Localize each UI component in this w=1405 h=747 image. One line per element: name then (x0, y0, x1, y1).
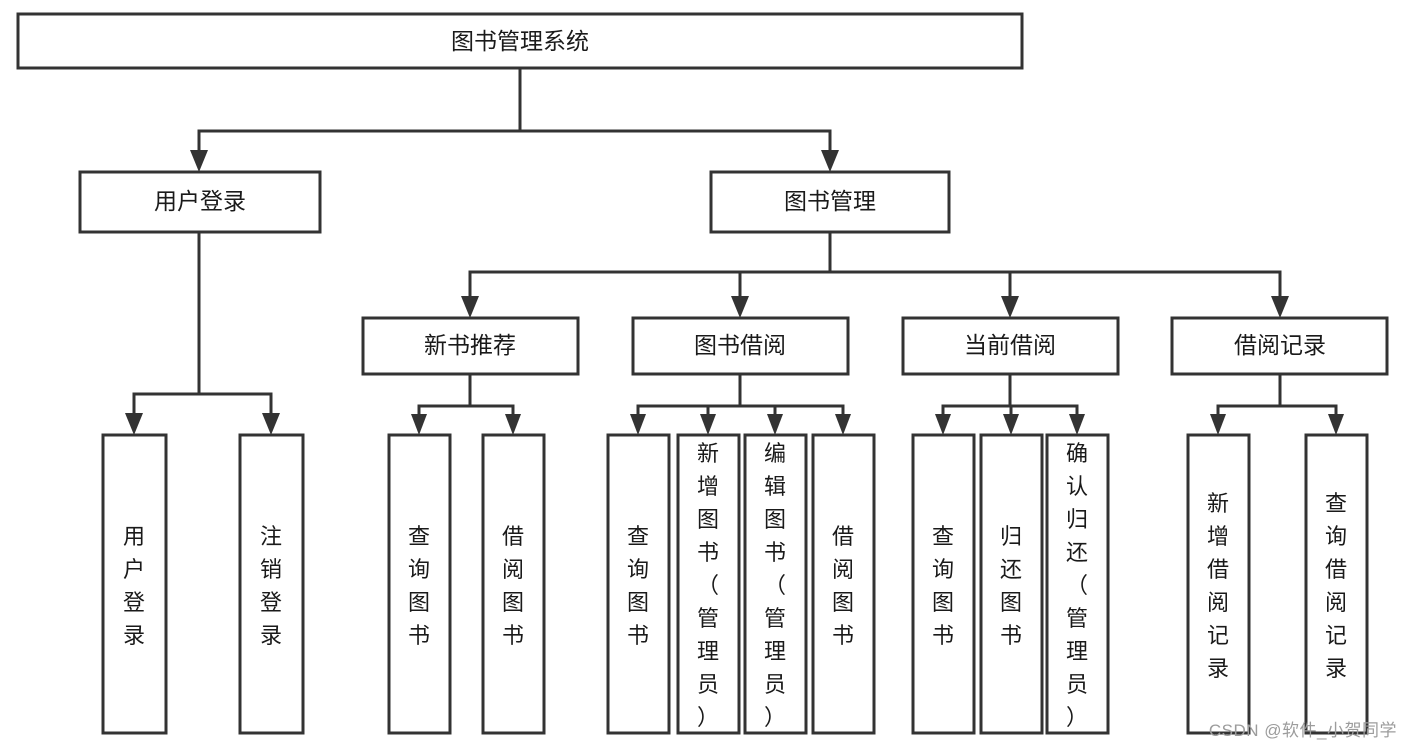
node-current-borrow[interactable]: 当前借阅 (901, 316, 1120, 376)
leaf-node-query-record[interactable]: 查询借阅记录 (1304, 433, 1369, 735)
arrow-head-icon (1271, 296, 1289, 318)
leaf-query-book-borrow-label: 查询图书 (627, 524, 649, 648)
leaf-query-book-cur-box (911, 433, 976, 735)
leaf-node-user-login[interactable]: 用户登录 (101, 433, 168, 735)
node-borrow-record[interactable]: 借阅记录 (1170, 316, 1389, 376)
node-book-borrow-box (631, 316, 850, 376)
leaf-node-query-book-cur[interactable]: 查询图书 (911, 433, 976, 735)
arrow-head-icon (190, 150, 208, 172)
leaf-borrow-book-rec-label: 借阅图书 (502, 524, 524, 648)
leaf-node-query-book-borrow[interactable]: 查询图书 (606, 433, 671, 735)
node-borrow-record-box (1170, 316, 1389, 376)
node-current-borrow-label: 当前借阅 (964, 332, 1056, 358)
leaf-add-book-label: 新增图书（管理员） (697, 441, 719, 730)
arrow-head-icon (1003, 414, 1019, 435)
arrow-head-icon (1001, 296, 1019, 318)
arrow-head-icon (731, 296, 749, 318)
leaf-node-query-book-rec[interactable]: 查询图书 (387, 433, 452, 735)
leaf-logout-label: 注销登录 (260, 524, 282, 648)
leaf-node-add-book[interactable]: 新增图书（管理员） (676, 433, 741, 735)
node-user-login-box (78, 170, 322, 234)
node-book-manage-box (709, 170, 951, 234)
arrow-head-icon (461, 296, 479, 318)
arrow-head-icon (505, 414, 521, 435)
leaf-user-login-label: 用户登录 (123, 524, 145, 648)
leaf-borrow-book-box (811, 433, 876, 735)
leaf-query-record-box (1304, 433, 1369, 735)
arrow-head-icon (411, 414, 427, 435)
node-new-book-rec-box (361, 316, 580, 376)
leaf-node-edit-book[interactable]: 编辑图书（管理员） (743, 433, 808, 735)
leaf-node-add-record[interactable]: 新增借阅记录 (1186, 433, 1251, 735)
leaf-return-book-label: 归还图书 (1000, 524, 1022, 648)
arrow-head-icon (630, 414, 646, 435)
node-book-borrow-label: 图书借阅 (694, 332, 786, 358)
leaf-add-record-box (1186, 433, 1251, 735)
leaf-query-book-rec-box (387, 433, 452, 735)
node-book-manage[interactable]: 图书管理 (709, 170, 951, 234)
node-root-box (16, 12, 1024, 70)
leaf-query-record-label: 查询借阅记录 (1325, 491, 1347, 681)
leaf-user-login-box (101, 433, 168, 735)
arrow-head-icon (821, 150, 839, 172)
arrow-head-icon (835, 414, 851, 435)
node-user-login-label: 用户登录 (154, 188, 246, 214)
arrow-head-icon (1069, 414, 1085, 435)
leaf-borrow-book-rec-box (481, 433, 546, 735)
leaf-return-book-box (979, 433, 1044, 735)
arrow-head-icon (935, 414, 951, 435)
leaf-query-book-cur-label: 查询图书 (932, 524, 954, 648)
arrow-head-icon (767, 414, 783, 435)
arrow-head-icon (262, 413, 280, 435)
arrow-head-icon (700, 414, 716, 435)
leaf-node-logout[interactable]: 注销登录 (238, 433, 305, 735)
node-root-label: 图书管理系统 (451, 28, 589, 54)
node-book-borrow[interactable]: 图书借阅 (631, 316, 850, 376)
leaf-node-return-book[interactable]: 归还图书 (979, 433, 1044, 735)
leaf-node-borrow-book-rec[interactable]: 借阅图书 (481, 433, 546, 735)
arrow-head-icon (125, 413, 143, 435)
leaf-edit-book-box (743, 433, 808, 735)
node-book-manage-label: 图书管理 (784, 188, 876, 214)
leaf-node-borrow-book[interactable]: 借阅图书 (811, 433, 876, 735)
node-user-login[interactable]: 用户登录 (78, 170, 322, 234)
leaf-logout-box (238, 433, 305, 735)
leaf-confirm-return-box (1045, 433, 1110, 735)
leaf-query-book-rec-label: 查询图书 (408, 524, 430, 648)
leaf-borrow-book-label: 借阅图书 (832, 524, 854, 648)
arrow-head-icon (1210, 414, 1226, 435)
node-root-system[interactable]: 图书管理系统 (16, 12, 1024, 70)
node-new-book-rec[interactable]: 新书推荐 (361, 316, 580, 376)
arrow-head-icon (1328, 414, 1344, 435)
leaf-query-book-borrow-box (606, 433, 671, 735)
leaf-add-record-label: 新增借阅记录 (1207, 491, 1229, 681)
leaf-node-confirm-return[interactable]: 确认归还（管理员） (1045, 433, 1110, 735)
node-current-borrow-box (901, 316, 1120, 376)
edge-layer (125, 66, 1344, 435)
node-new-book-rec-label: 新书推荐 (424, 332, 516, 358)
leaf-edit-book-label: 编辑图书（管理员） (764, 441, 786, 730)
node-borrow-record-label: 借阅记录 (1234, 332, 1326, 358)
leaf-confirm-return-label: 确认归还（管理员） (1066, 441, 1088, 730)
leaf-add-book-box (676, 433, 741, 735)
